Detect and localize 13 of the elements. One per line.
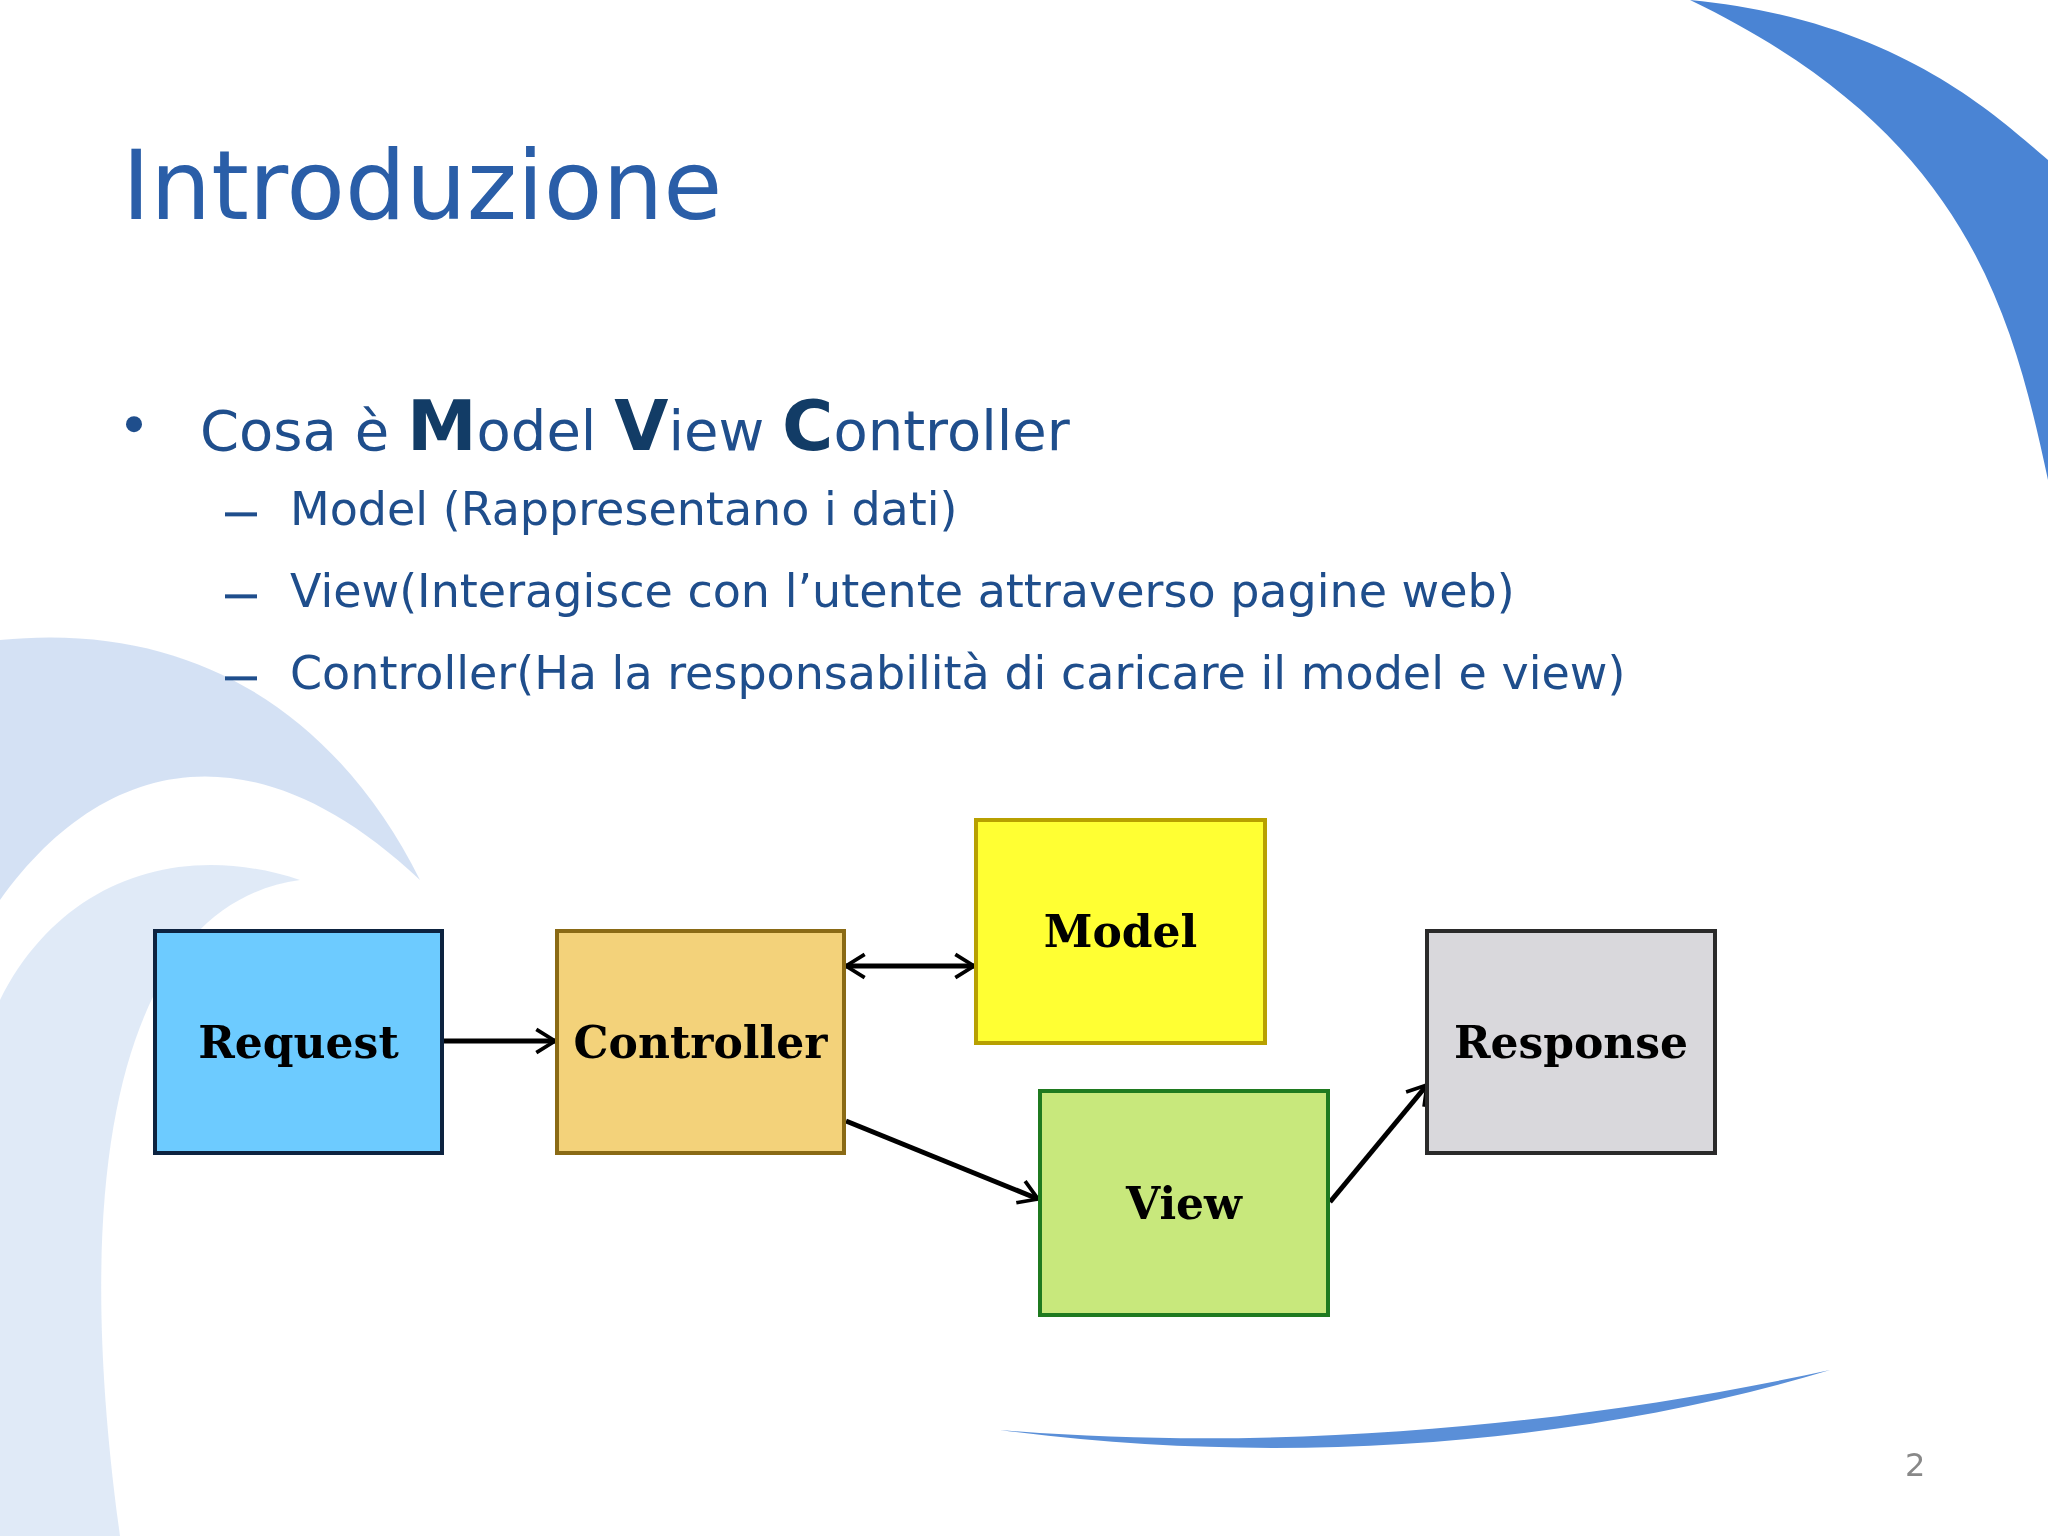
page-number: 2 xyxy=(1905,1446,1926,1484)
process-box: Response xyxy=(1425,929,1717,1155)
bullet-text: Controller(Ha la responsabilità di caricare il model e view) xyxy=(290,646,1626,700)
arrow xyxy=(444,1027,557,1055)
process-box: View xyxy=(1038,1089,1330,1317)
slide-title: Introduzione xyxy=(122,130,723,242)
bullet-text: Cosa è Model View Controller xyxy=(200,385,1070,467)
arrow xyxy=(845,1118,1040,1205)
process-box: Model xyxy=(974,818,1267,1045)
bullet-text: Model (Rappresentano i dati) xyxy=(290,482,958,536)
process-box: Request xyxy=(153,929,444,1155)
bullet-text: View(Interagisce con l’utente attraverso pagine web) xyxy=(290,564,1515,618)
process-box: Controller xyxy=(555,929,846,1155)
